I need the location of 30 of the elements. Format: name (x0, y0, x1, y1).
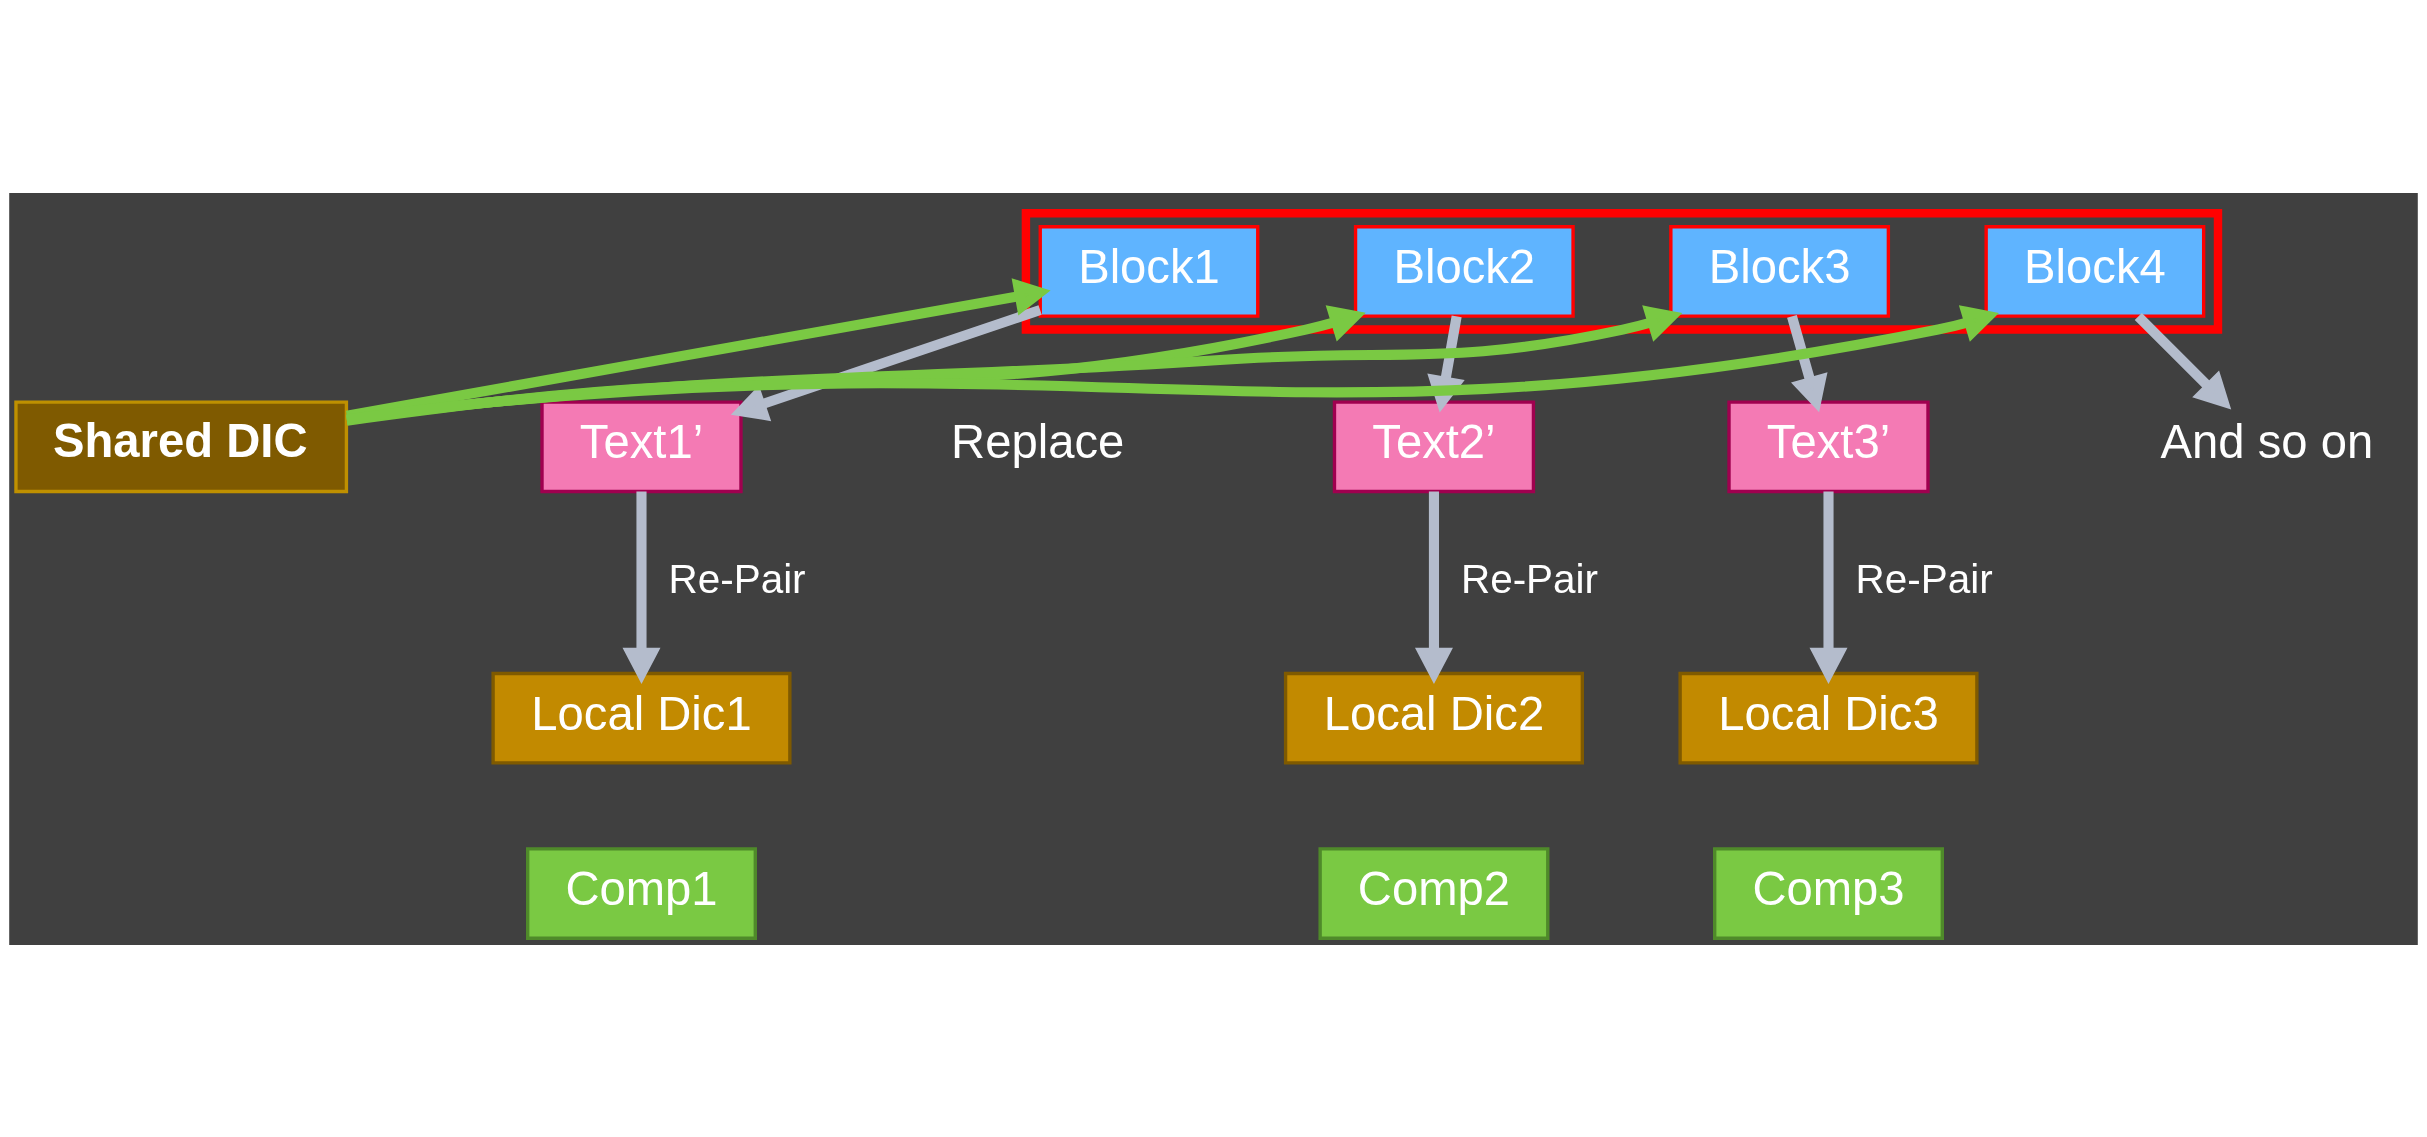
node-box: Comp1 (526, 846, 757, 940)
node-box: Text3’ (1727, 399, 1930, 493)
arrow (346, 304, 1366, 426)
node-box: Local Dic3 (1678, 671, 1979, 765)
node-box: Text2’ (1332, 399, 1536, 493)
arrow (730, 304, 1042, 421)
arrow (622, 491, 661, 684)
arrow (345, 277, 1051, 421)
arrow (1414, 491, 1453, 684)
edge-label: Re-Pair (668, 555, 806, 602)
node-box: Shared DIC (14, 399, 349, 493)
node-box: Block3 (1669, 224, 1891, 318)
label: Replace (951, 414, 1125, 468)
node-text: And so on (2160, 414, 2374, 468)
arrow (346, 304, 1999, 425)
node-box: Local Dic2 (1283, 671, 1584, 765)
node-box: Block2 (1353, 224, 1575, 318)
node-box: Comp3 (1713, 846, 1944, 940)
node-box: Local Dic1 (491, 671, 792, 765)
arrow (1809, 491, 1848, 684)
node-box: Comp2 (1318, 846, 1550, 940)
arrow (346, 304, 1683, 425)
edge-label: Re-Pair (1855, 555, 1993, 602)
arrow (1787, 314, 1828, 412)
node-box: Block1 (1038, 224, 1260, 318)
node-box: Text1’ (540, 399, 743, 493)
cluster (1021, 208, 2223, 334)
node-box: Block4 (1984, 224, 2206, 318)
edge-label: Re-Pair (1460, 555, 1599, 602)
arrow (2134, 312, 2232, 409)
